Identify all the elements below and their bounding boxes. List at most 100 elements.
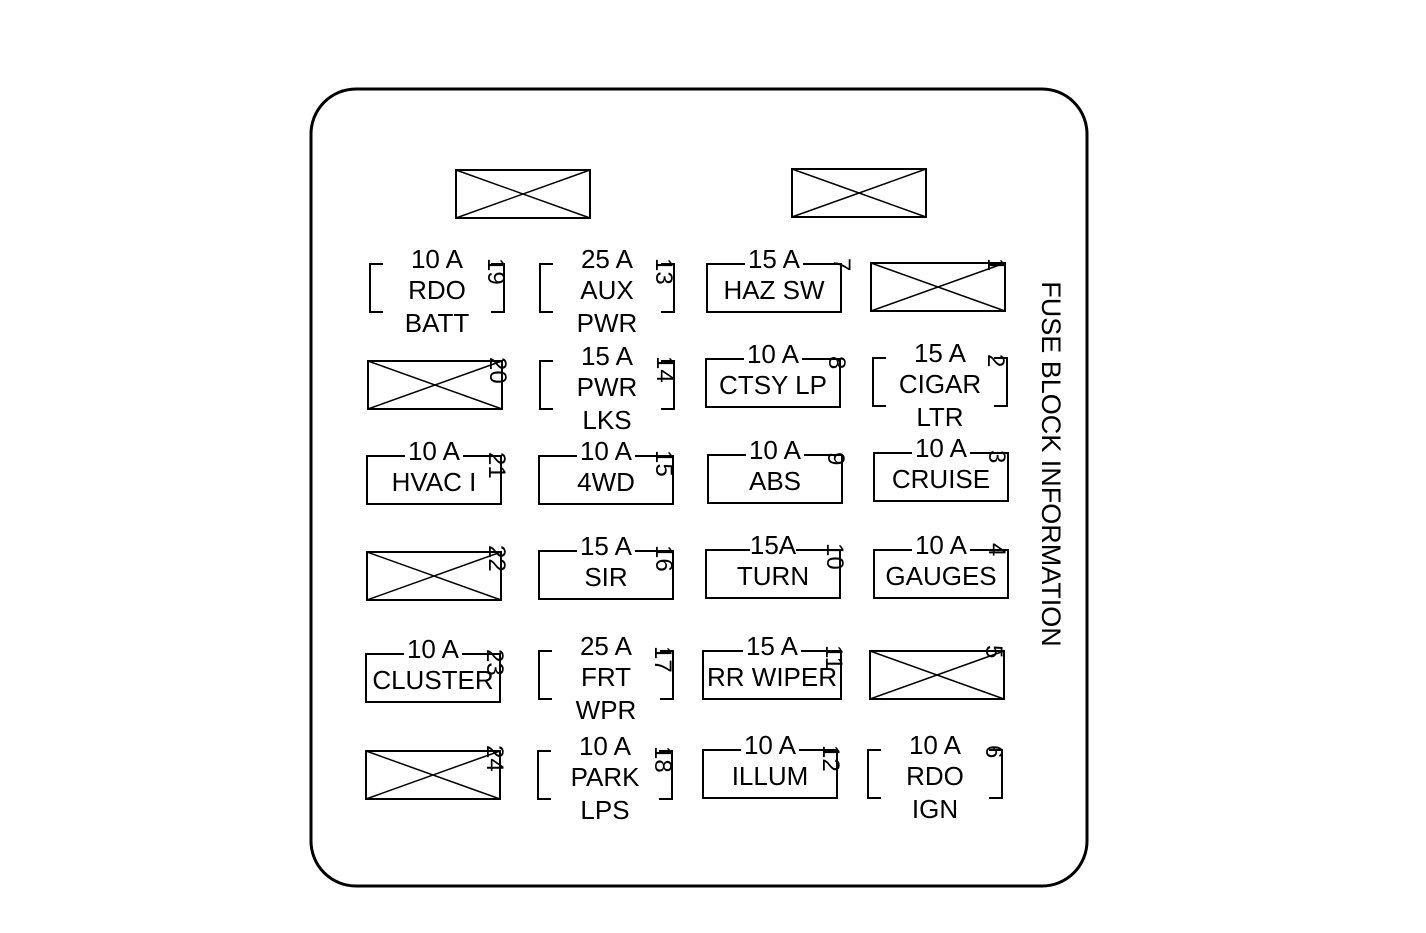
fuse-bracket-right	[994, 357, 1008, 407]
fuse-rating: 15 A	[748, 244, 801, 274]
empty-slot-24	[365, 750, 501, 800]
fuse-bracket-left	[539, 360, 553, 410]
fuse-rating: 15 A	[580, 531, 633, 561]
fuse-name-line: RDO	[408, 275, 466, 305]
fuse-rating: 10 A	[411, 244, 464, 274]
fuse-rating: 15 A	[746, 631, 799, 661]
fuse-name-line: FRT	[581, 662, 631, 692]
fuse-name-line: CLUSTER	[372, 665, 493, 695]
fuse-rating: 10 A	[744, 730, 797, 760]
fuse-name-line: WPR	[576, 695, 637, 725]
fuse-number-label: 13	[650, 258, 677, 285]
fuse-block-outline	[309, 87, 1089, 888]
fuse-rating: 25 A	[581, 244, 634, 274]
fuse-24: 24	[481, 745, 508, 772]
fuse-name-line: ILLUM	[732, 761, 809, 791]
fuse-rating: 10 A	[747, 339, 800, 369]
fuse-rating: 10 A	[579, 731, 632, 761]
fuse-number-label: 5	[980, 645, 1007, 658]
fuse-number-label: 24	[481, 745, 508, 772]
fuse-name-line: PWR	[577, 308, 638, 338]
fuse-20: 20	[484, 357, 511, 384]
fuse-name-line: SIR	[584, 562, 627, 592]
fuse-number-label: 11	[820, 645, 847, 670]
fuse-outline	[538, 550, 674, 600]
fuse-name-line: RDO	[906, 761, 964, 791]
fuse-rating: 10 A	[407, 634, 460, 664]
fuse-number-label: 2	[982, 354, 1009, 367]
fuse-name-line: GAUGES	[885, 561, 996, 591]
fuse-rating: 10 A	[915, 433, 968, 463]
fuse-outline	[705, 358, 841, 408]
fuse-outline	[365, 653, 501, 703]
fuse-number-label: 22	[483, 545, 510, 572]
fuse-name-line: CTSY LP	[719, 370, 827, 400]
fuse-bracket-right	[989, 749, 1003, 799]
fuse-outline	[366, 455, 502, 505]
empty-slot-5	[869, 650, 1005, 700]
fuse-block-title: FUSE BLOCK INFORMATION	[1036, 281, 1066, 647]
fuse-bracket-left	[537, 750, 551, 800]
fuse-name-line: IGN	[912, 794, 958, 824]
fuse-name-line: ABS	[749, 466, 801, 496]
fuse-1: 1	[982, 258, 1009, 271]
fuse-name-line: AUX	[580, 275, 633, 305]
fuse-bracket-right	[659, 750, 673, 800]
fuse-name-line: TURN	[737, 561, 809, 591]
fuse-name-line: HVAC I	[392, 467, 477, 497]
fuse-rating: 10 A	[580, 436, 633, 466]
fuse-outline	[702, 650, 842, 700]
fuse-name-line: CRUISE	[892, 464, 990, 494]
fuse-bracket-right	[660, 650, 674, 700]
fuse-outline	[873, 452, 1009, 502]
fuse-name-line: LTR	[916, 402, 963, 432]
fuse-5: 5	[980, 645, 1007, 658]
fuse-rating: 15 A	[581, 341, 634, 371]
empty-slot-20	[367, 360, 503, 410]
fuse-rating: 10 A	[749, 435, 802, 465]
empty-slot-1	[870, 262, 1006, 312]
fuse-outline	[873, 549, 1009, 599]
fuse-name-line: CIGAR	[899, 369, 981, 399]
fuse-rating: 10 A	[909, 730, 962, 760]
empty-slot-22	[366, 551, 502, 601]
empty-slot-top-left	[455, 169, 591, 219]
fuse-22: 22	[483, 545, 510, 572]
fuse-name-line: 4WD	[577, 467, 635, 497]
fuse-bracket-right	[661, 360, 675, 410]
fuse-name-line: RR WIPER	[707, 662, 837, 692]
fuse-outline	[702, 749, 838, 799]
fuse-bracket-right	[661, 263, 675, 313]
fuse-number-label: 6	[980, 745, 1007, 758]
fuse-number-label: 1	[982, 258, 1009, 271]
fuse-outline	[707, 454, 843, 504]
fuse-name-line: HAZ SW	[723, 275, 825, 305]
fuse-outline	[705, 549, 841, 599]
fuse-outline	[706, 263, 842, 313]
fuse-name-line: LPS	[580, 795, 629, 825]
fuse-name-line: PWR	[577, 372, 638, 402]
fuse-bracket-left	[539, 263, 553, 313]
fuse-bracket-right	[491, 263, 505, 313]
fuse-number-label: 10	[821, 543, 848, 570]
fuse-name-line: LKS	[582, 405, 631, 435]
fuse-rating: 15A	[750, 530, 797, 560]
